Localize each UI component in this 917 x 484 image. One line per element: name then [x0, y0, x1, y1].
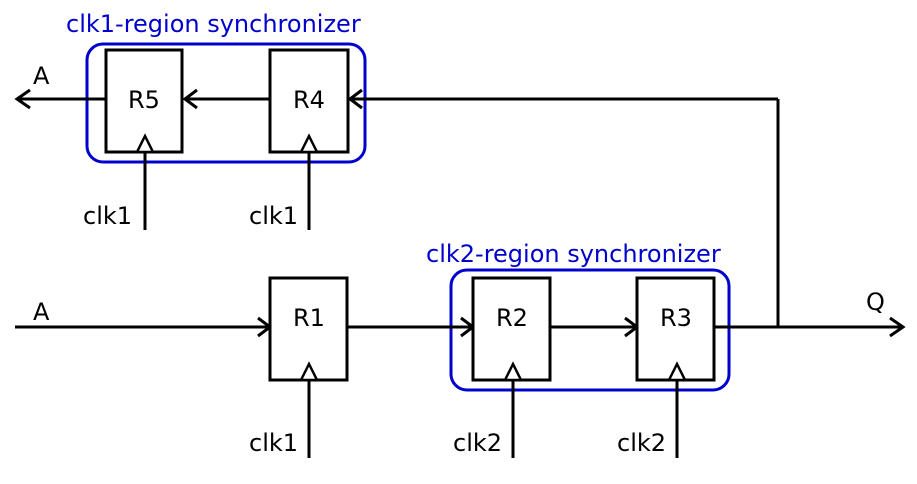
register-r1-label: R1: [293, 304, 325, 332]
register-r3-label: R3: [660, 304, 692, 332]
r5-clock-label: clk1: [83, 202, 132, 230]
r3-clock-edge-icon: [666, 361, 688, 382]
r4-clock-edge-icon: [298, 133, 320, 154]
output-a-arrowhead: [14, 88, 31, 110]
register-r5-label: R5: [128, 86, 160, 114]
r2-clock-label: clk2: [453, 429, 502, 457]
register-r3: R3: [635, 276, 716, 382]
clk1-region-label: clk1-region synchronizer: [66, 10, 361, 38]
clk2-region-box: [449, 268, 731, 392]
r2-clock-edge-icon: [502, 361, 524, 382]
input-a-label: A: [33, 298, 50, 326]
r3-clock-label: clk2: [617, 429, 666, 457]
r1-clock-label: clk1: [249, 429, 298, 457]
r1-clock-edge-icon: [298, 361, 320, 382]
r4-clock-label: clk1: [249, 202, 298, 230]
register-r4-label: R4: [293, 86, 325, 114]
clk1-region-box: [85, 42, 367, 164]
register-r1: R1: [268, 276, 349, 382]
r5-clock-edge-icon: [134, 133, 156, 154]
register-r2: R2: [471, 276, 552, 382]
output-a-label: A: [33, 62, 50, 90]
clk2-region-label: clk2-region synchronizer: [426, 240, 721, 268]
output-q-label: Q: [866, 288, 885, 316]
r5-input-arrowhead: [182, 88, 198, 110]
register-r2-label: R2: [496, 304, 528, 332]
output-q-arrowhead: [889, 316, 906, 338]
r4-input-arrowhead: [347, 88, 363, 110]
